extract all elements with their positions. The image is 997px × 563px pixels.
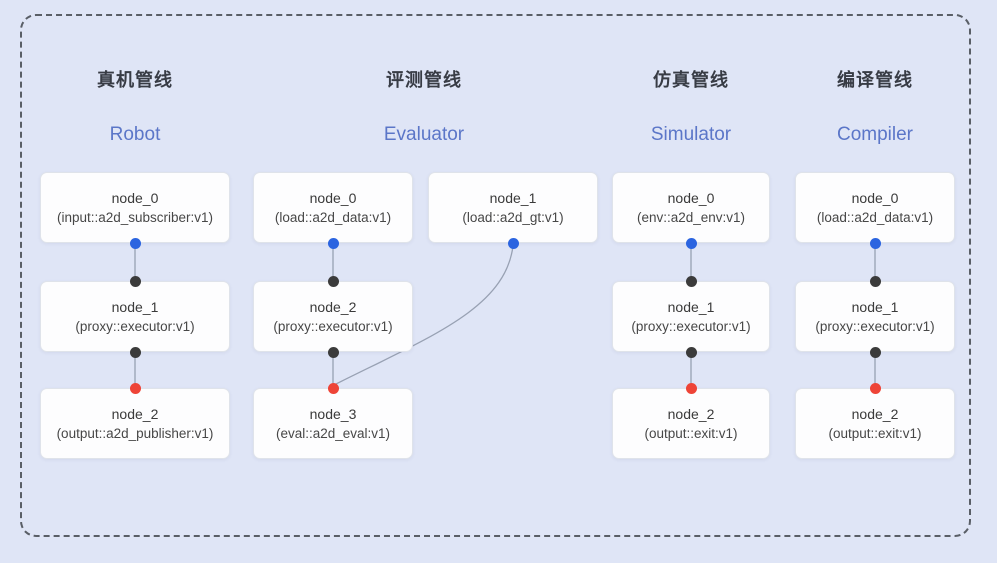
compiler-node-2[interactable]: node_2 (output::exit:v1)	[795, 388, 955, 459]
port-dot-black[interactable]	[685, 346, 697, 358]
robot-node-1[interactable]: node_1 (proxy::executor:v1)	[40, 281, 230, 352]
port-dot-black[interactable]	[327, 275, 339, 287]
port-dot-black[interactable]	[685, 275, 697, 287]
evaluator-node-2[interactable]: node_2 (proxy::executor:v1)	[253, 281, 413, 352]
node-name: node_1	[851, 298, 899, 315]
node-type: (proxy::executor:v1)	[815, 318, 935, 334]
port-dot-red[interactable]	[685, 382, 697, 394]
pipeline-subtitle-simulator: Simulator	[650, 124, 732, 145]
gt-to-eval-edge	[335, 245, 514, 385]
port-dot-black[interactable]	[129, 275, 141, 287]
evaluator-node-1[interactable]: node_1 (load::a2d_gt:v1)	[428, 172, 598, 243]
port-dot-blue[interactable]	[129, 237, 141, 249]
node-name: node_0	[309, 189, 357, 206]
node-type: (output::exit:v1)	[644, 425, 738, 441]
node-name: node_3	[309, 405, 357, 422]
compiler-node-1[interactable]: node_1 (proxy::executor:v1)	[795, 281, 955, 352]
port-dot-black[interactable]	[327, 346, 339, 358]
port-dot-blue[interactable]	[869, 237, 881, 249]
dashed-frame	[20, 14, 971, 537]
evaluator-node-3[interactable]: node_3 (eval::a2d_eval:v1)	[253, 388, 413, 459]
node-name: node_0	[111, 189, 159, 206]
node-name: node_0	[851, 189, 899, 206]
robot-node-0[interactable]: node_0 (input::a2d_subscriber:v1)	[40, 172, 230, 243]
node-name: node_2	[667, 405, 715, 422]
simulator-node-0[interactable]: node_0 (env::a2d_env:v1)	[612, 172, 770, 243]
port-dot-blue[interactable]	[685, 237, 697, 249]
port-dot-red[interactable]	[869, 382, 881, 394]
port-dot-blue[interactable]	[327, 237, 339, 249]
pipeline-title-robot: 真机管线	[97, 70, 173, 90]
port-dot-blue[interactable]	[507, 237, 519, 249]
node-type: (load::a2d_data:v1)	[816, 209, 934, 225]
node-name: node_2	[309, 298, 357, 315]
node-name: node_2	[851, 405, 899, 422]
port-dot-black[interactable]	[129, 346, 141, 358]
node-type: (load::a2d_gt:v1)	[462, 209, 564, 225]
node-name: node_0	[667, 189, 715, 206]
simulator-node-2[interactable]: node_2 (output::exit:v1)	[612, 388, 770, 459]
node-type: (proxy::executor:v1)	[631, 318, 751, 334]
pipeline-title-simulator: 仿真管线	[653, 70, 729, 90]
node-type: (proxy::executor:v1)	[75, 318, 195, 334]
port-dot-black[interactable]	[869, 275, 881, 287]
compiler-node-0[interactable]: node_0 (load::a2d_data:v1)	[795, 172, 955, 243]
robot-node-2[interactable]: node_2 (output::a2d_publisher:v1)	[40, 388, 230, 459]
node-type: (output::exit:v1)	[828, 425, 922, 441]
pipeline-title-evaluator: 评测管线	[386, 70, 462, 90]
node-type: (output::a2d_publisher:v1)	[56, 425, 214, 441]
node-type: (proxy::executor:v1)	[273, 318, 393, 334]
port-dot-red[interactable]	[129, 382, 141, 394]
node-type: (input::a2d_subscriber:v1)	[56, 209, 214, 225]
pipeline-title-compiler: 编译管线	[837, 70, 913, 90]
node-type: (load::a2d_data:v1)	[274, 209, 392, 225]
port-dot-black[interactable]	[869, 346, 881, 358]
node-name: node_1	[667, 298, 715, 315]
pipeline-subtitle-compiler: Compiler	[836, 124, 914, 145]
node-type: (env::a2d_env:v1)	[636, 209, 746, 225]
node-name: node_1	[111, 298, 159, 315]
evaluator-node-0[interactable]: node_0 (load::a2d_data:v1)	[253, 172, 413, 243]
port-dot-red[interactable]	[327, 382, 339, 394]
pipeline-subtitle-robot: Robot	[109, 124, 161, 145]
pipeline-subtitle-evaluator: Evaluator	[383, 124, 465, 145]
simulator-node-1[interactable]: node_1 (proxy::executor:v1)	[612, 281, 770, 352]
node-name: node_2	[111, 405, 159, 422]
node-name: node_1	[489, 189, 537, 206]
node-type: (eval::a2d_eval:v1)	[275, 425, 391, 441]
